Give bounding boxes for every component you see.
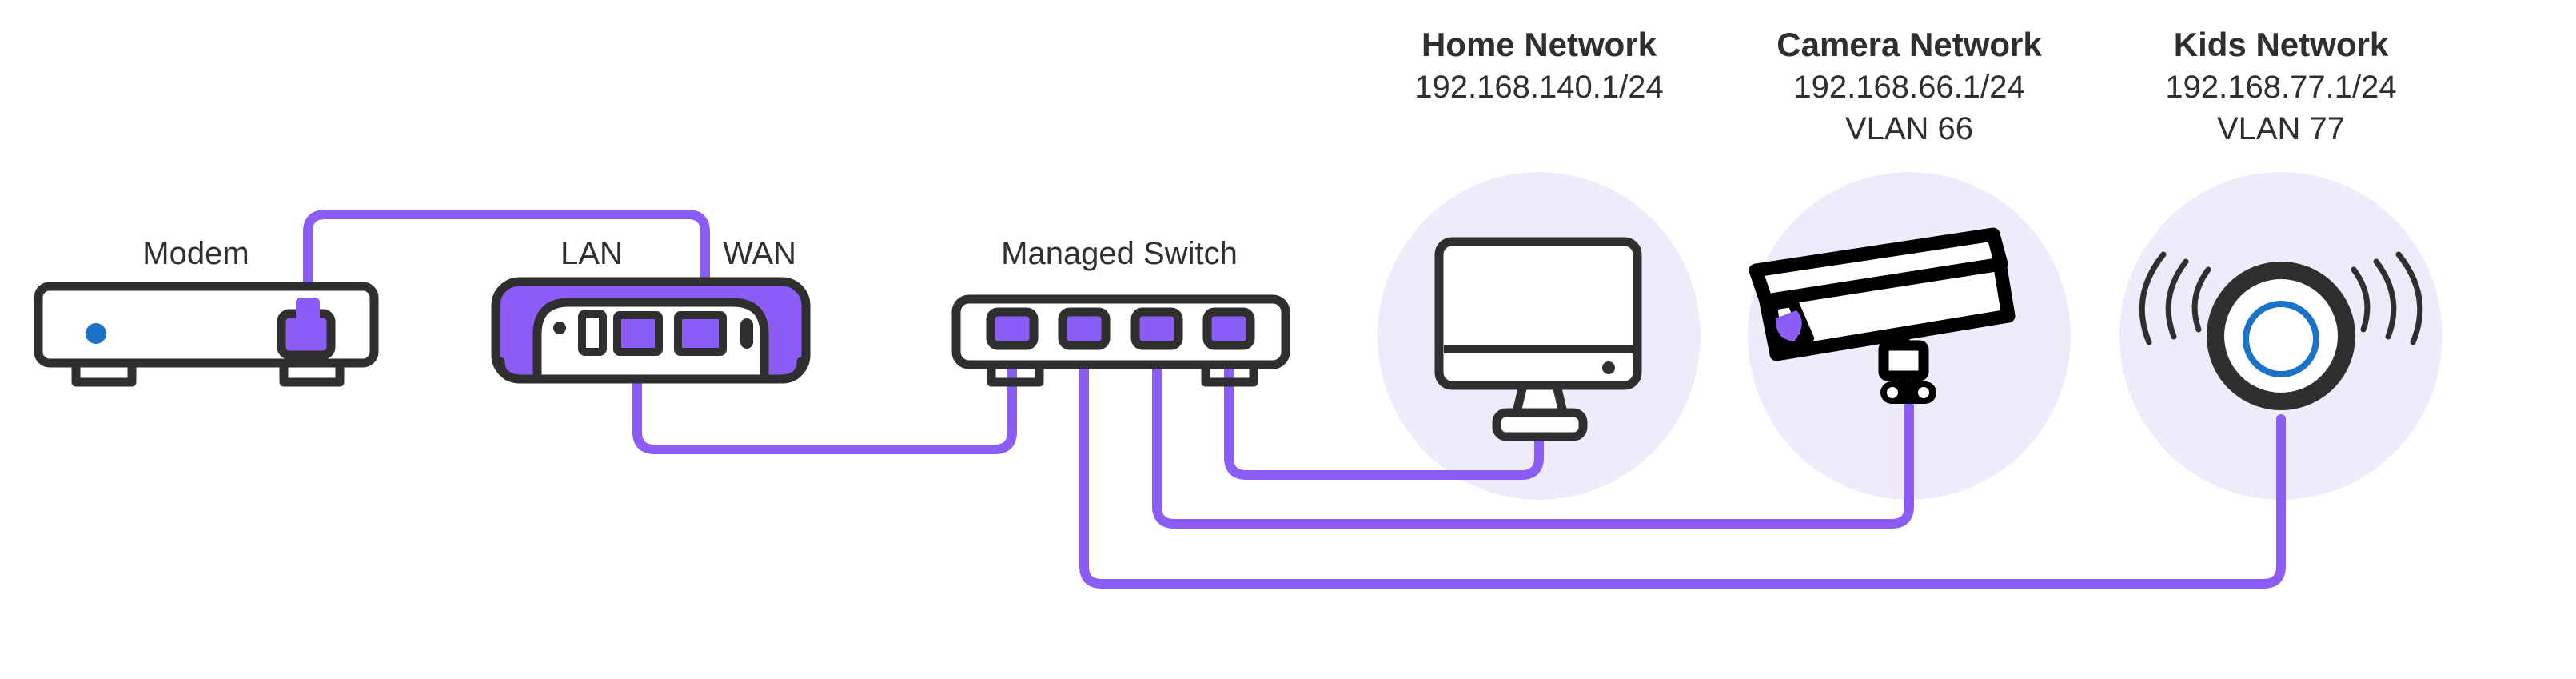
modem-device[interactable]: Modem: [34, 236, 379, 387]
zone-kids-title: Kids Network: [2174, 26, 2389, 63]
router-wan-port[interactable]: [674, 311, 727, 356]
router-bottom-lip: [496, 357, 806, 384]
switch-device[interactable]: Managed Switch: [951, 236, 1290, 387]
signal-waves-left-icon: [2139, 251, 2211, 345]
zone-camera-vlan: VLAN 66: [1845, 111, 1973, 146]
router-lan-port[interactable]: [613, 311, 663, 356]
zone-home-subnet: 192.168.140.1/24: [1414, 70, 1663, 105]
switch-port-3[interactable]: [1130, 307, 1183, 350]
zone-home[interactable]: Home Network 192.168.140.1/24: [1414, 26, 1664, 441]
monitor-stand-base: [1492, 408, 1588, 441]
zone-kids[interactable]: Kids Network 192.168.77.1/24 VLAN 77: [2139, 26, 2423, 410]
switch-port-1[interactable]: [986, 307, 1039, 350]
cable-switch-to-accesspoint: [1079, 341, 2286, 589]
router-lan-label: LAN: [560, 236, 623, 271]
camera-neck-block: [1878, 340, 1929, 381]
cable-switch-to-camera: [1152, 341, 1914, 529]
zone-camera-subnet: 192.168.66.1/24: [1793, 70, 2024, 105]
monitor-icon: [1434, 237, 1642, 441]
signal-waves-right-icon: [2351, 251, 2423, 345]
modem-foot-right: [279, 355, 345, 387]
cable-modem-to-wan: [303, 210, 710, 341]
camera-lens-glass: [1775, 310, 1802, 341]
switch-foot-left: [987, 355, 1044, 387]
zone-camera[interactable]: Camera Network 192.168.66.1/24 VLAN 66: [1749, 26, 2042, 404]
modem-plug-neck: [296, 298, 320, 322]
cables: [303, 210, 2286, 589]
router-wan-label: WAN: [723, 236, 796, 271]
accesspoint-inner-ring: [2243, 301, 2319, 377]
modem-status-led-icon: [86, 323, 106, 344]
switch-port-2[interactable]: [1058, 307, 1111, 350]
cctv-camera-icon: [1749, 227, 2016, 404]
zone-kids-subnet: 192.168.77.1/24: [2165, 70, 2396, 105]
camera-pivot-bolt-left-icon: [1887, 387, 1898, 398]
router-usb-slot-icon: [578, 310, 607, 356]
camera-sunshade-hood: [1749, 227, 2008, 308]
modem-label: Modem: [142, 236, 249, 271]
zone-camera-title: Camera Network: [1776, 26, 2042, 63]
switch-port-4[interactable]: [1202, 307, 1255, 350]
wireless-access-point-icon: [2139, 251, 2423, 410]
zone-home-title: Home Network: [1422, 26, 1657, 63]
cable-switch-to-monitor: [1224, 341, 1544, 480]
router-device[interactable]: LAN WAN: [491, 236, 811, 384]
switch-foot-right: [1201, 355, 1258, 387]
switch-label: Managed Switch: [1001, 236, 1238, 271]
camera-pivot-bolt-right-icon: [1918, 387, 1929, 398]
cable-lan-to-switch: [632, 341, 1017, 454]
switch-chassis: [951, 294, 1290, 369]
modem-foot-left: [71, 355, 137, 387]
zone-kids-vlan: VLAN 77: [2217, 111, 2345, 146]
camera-pivot-knuckle: [1880, 381, 1936, 404]
router-indicator-dot-icon: [553, 322, 566, 334]
monitor-power-dot-icon: [1602, 361, 1615, 374]
router-reset-pill-icon: [740, 318, 753, 349]
